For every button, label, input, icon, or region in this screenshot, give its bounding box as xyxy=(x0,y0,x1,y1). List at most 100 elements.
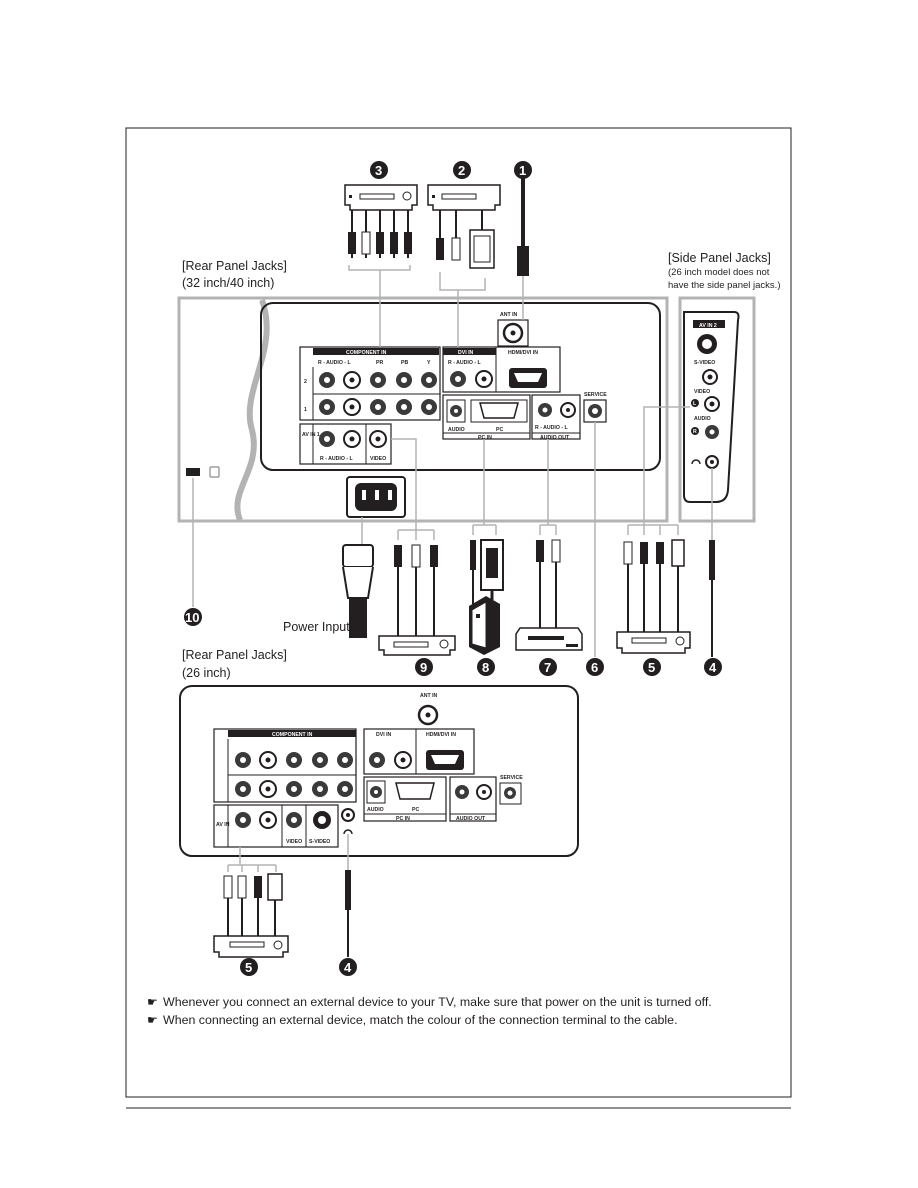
rear-panel-small-heading: [Rear Panel Jacks] xyxy=(182,648,287,662)
rear-panel-large-heading: [Rear Panel Jacks] xyxy=(182,259,287,273)
device-8-connectors xyxy=(470,539,504,610)
small-component-header xyxy=(228,730,356,737)
headphone-icon xyxy=(691,459,701,465)
note-2: ☛When connecting an external device, mat… xyxy=(147,1013,678,1027)
panel-cut-edge xyxy=(234,298,270,522)
device-7-bracket xyxy=(539,439,557,535)
av-in2-label: AV IN 2 xyxy=(699,323,717,329)
small-pc-vga-port xyxy=(395,782,435,800)
pointing-hand-icon: ☛ xyxy=(147,1013,158,1027)
device-9-plugs xyxy=(394,544,438,636)
dvi-header xyxy=(443,348,496,355)
row-2-label: 2 xyxy=(304,379,307,385)
pc-vga-port xyxy=(479,402,519,419)
small-callout-4: 4 xyxy=(339,958,357,976)
audio-out-block xyxy=(531,394,581,440)
small-pc-audio-label: AUDIO xyxy=(367,807,384,813)
side-s-video-label: S-VIDEO xyxy=(694,360,715,366)
device-3-vcr xyxy=(344,184,418,211)
audio-out-label: AUDIO OUT xyxy=(540,435,570,441)
audio-out-rl-label: R - AUDIO - L xyxy=(535,425,568,431)
device-9-vcr xyxy=(378,635,456,656)
small-component-jacks xyxy=(235,751,353,798)
small-headphone-icon xyxy=(343,829,353,835)
device-7-plugs xyxy=(536,539,561,628)
svg-text:1: 1 xyxy=(519,163,526,178)
callout-1: 1 xyxy=(514,161,532,179)
svg-text:9: 9 xyxy=(420,660,427,675)
kensington-slot xyxy=(186,468,200,476)
callout-7: 7 xyxy=(539,658,557,676)
small-av-video-label: VIDEO xyxy=(286,839,302,845)
small-pc-label: PC xyxy=(412,807,419,813)
small-device-5-plugs xyxy=(223,873,283,936)
callout-6: 6 xyxy=(586,658,604,676)
small-pc-in-label: PC IN xyxy=(396,816,410,822)
device-9-bracket xyxy=(391,438,435,540)
side-l-badge xyxy=(691,399,699,407)
small-ant-in-label: ANT IN xyxy=(420,693,438,699)
note-1-text: Whenever you connect an external device … xyxy=(163,995,712,1009)
side-audio-label: AUDIO xyxy=(694,416,711,422)
hdmi-port-slot xyxy=(514,373,542,382)
callout-10: 10 xyxy=(184,608,202,626)
svg-text:8: 8 xyxy=(482,660,489,675)
svg-text:7: 7 xyxy=(544,660,551,675)
ant-in-label: ANT IN xyxy=(500,312,518,318)
device-2-dvd xyxy=(427,184,501,211)
component-audio-label: R - AUDIO - L xyxy=(318,360,351,366)
page-frame xyxy=(125,127,792,1098)
pr-label: PR xyxy=(376,360,383,366)
component-in-label: COMPONENT IN xyxy=(346,350,387,356)
device-5-vcr xyxy=(616,631,691,654)
av-in-1-label: AV IN 1 xyxy=(302,432,320,438)
small-callout-5: 5 xyxy=(240,958,258,976)
device-7-amplifier xyxy=(515,627,583,651)
headphone-cable xyxy=(709,468,715,657)
small-device-5-vcr xyxy=(213,935,289,958)
side-panel-heading: [Side Panel Jacks] xyxy=(668,251,771,265)
device-2-bracket xyxy=(439,272,486,347)
svg-text:3: 3 xyxy=(375,163,382,178)
row-1-label: 1 xyxy=(304,407,307,413)
power-cable xyxy=(342,517,374,638)
power-input-label: Power Input xyxy=(283,620,350,634)
device-8-pc xyxy=(469,596,500,655)
component-row-2-jacks xyxy=(319,371,437,389)
side-panel-frame xyxy=(678,296,756,523)
component-in-header xyxy=(313,348,439,355)
callout-9: 9 xyxy=(415,658,433,676)
rear-terminal-board xyxy=(260,302,661,471)
side-panel-note-1: (26 inch model does not xyxy=(668,267,770,278)
svg-text:10: 10 xyxy=(185,610,199,625)
pc-audio-label: AUDIO xyxy=(448,427,465,433)
svg-text:4: 4 xyxy=(344,960,352,975)
device-5-bracket xyxy=(627,406,690,535)
component-row-1-jacks xyxy=(319,398,437,416)
side-video-label: VIDEO xyxy=(694,389,710,395)
svg-text:4: 4 xyxy=(709,660,717,675)
av-in-1-video-label: VIDEO xyxy=(370,456,386,462)
rear-panel-small-board xyxy=(179,685,579,857)
side-r-label: R xyxy=(693,429,697,435)
pc-in-label: PC IN xyxy=(478,435,492,441)
pc-label: PC xyxy=(496,427,503,433)
small-dvi-in-label: DVI IN xyxy=(376,732,392,738)
av-in2-header xyxy=(693,320,725,328)
small-hdmi-label: HDMI/DVI IN xyxy=(426,732,456,738)
side-panel-note-2: have the side panel jacks.) xyxy=(668,280,780,291)
callout-4: 4 xyxy=(704,658,722,676)
av-in-1-audio-label: R - AUDIO - L xyxy=(320,456,353,462)
rear-panel-large-frame xyxy=(177,296,669,523)
y-label: Y xyxy=(427,360,431,366)
device-1-antenna xyxy=(517,176,529,320)
side-l-label: L xyxy=(693,401,697,407)
rear-panel-large-subheading: (32 inch/40 inch) xyxy=(182,276,274,290)
callout-8: 8 xyxy=(477,658,495,676)
pb-label: PB xyxy=(401,360,408,366)
device-3-bracket xyxy=(348,265,411,347)
service-label: SERVICE xyxy=(584,392,607,398)
small-component-in-label: COMPONENT IN xyxy=(272,732,313,738)
small-audio-out-label: AUDIO OUT xyxy=(456,816,486,822)
device-3-plugs xyxy=(348,231,412,255)
